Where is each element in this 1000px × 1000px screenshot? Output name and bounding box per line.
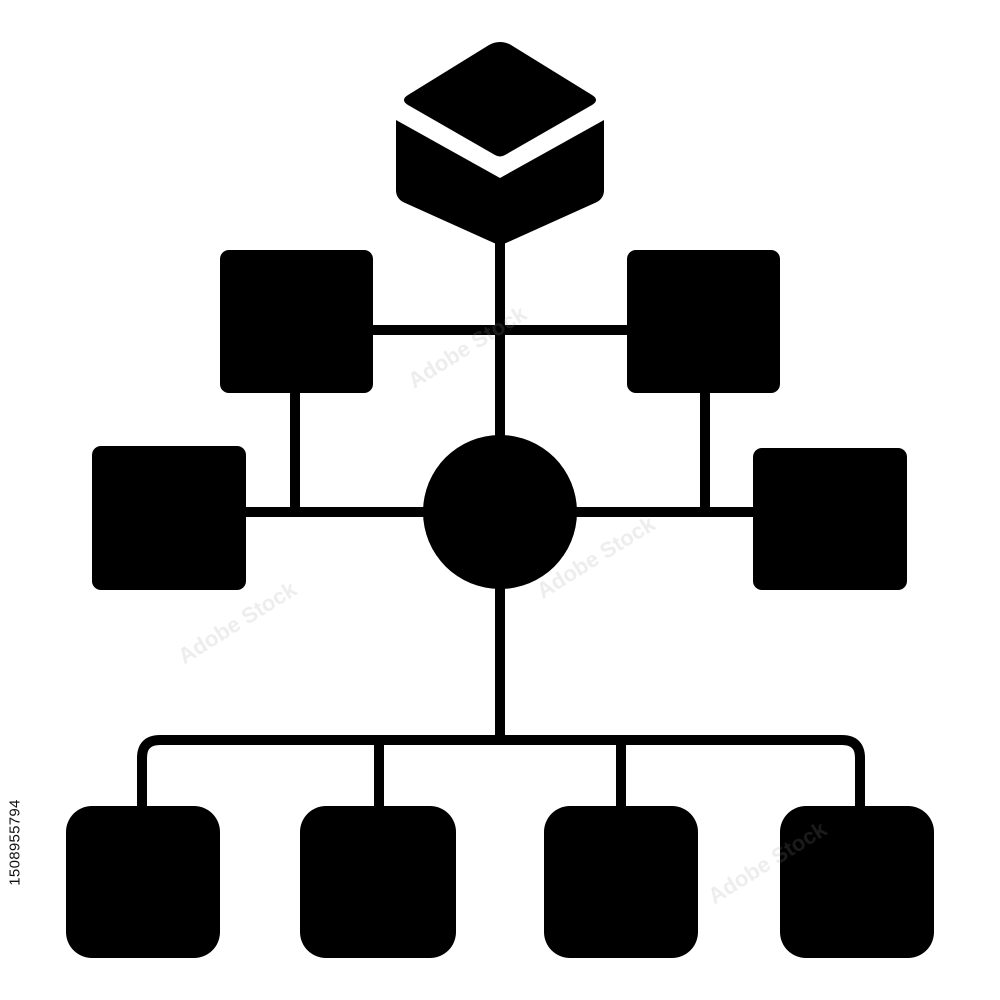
root-cube-node bbox=[396, 42, 604, 245]
upper-right-node bbox=[627, 250, 780, 393]
bottom-bus bbox=[137, 735, 865, 810]
watermark-text: Adobe Stock bbox=[404, 300, 532, 393]
cube-body bbox=[396, 120, 604, 245]
bottom-node-2 bbox=[300, 806, 456, 958]
central-hub-node bbox=[423, 435, 577, 589]
cube-top-face bbox=[404, 42, 596, 157]
bottom-node-3 bbox=[544, 806, 698, 958]
middle-right-node bbox=[753, 448, 907, 590]
stock-id-label: 1508955794 bbox=[2, 752, 28, 932]
middle-left-node bbox=[92, 446, 246, 590]
bottom-node-1 bbox=[66, 806, 220, 958]
bottom-node-4 bbox=[780, 806, 934, 958]
upper-left-node bbox=[220, 250, 373, 393]
connectors bbox=[137, 225, 865, 810]
stock-id-text: 1508955794 bbox=[6, 798, 24, 886]
